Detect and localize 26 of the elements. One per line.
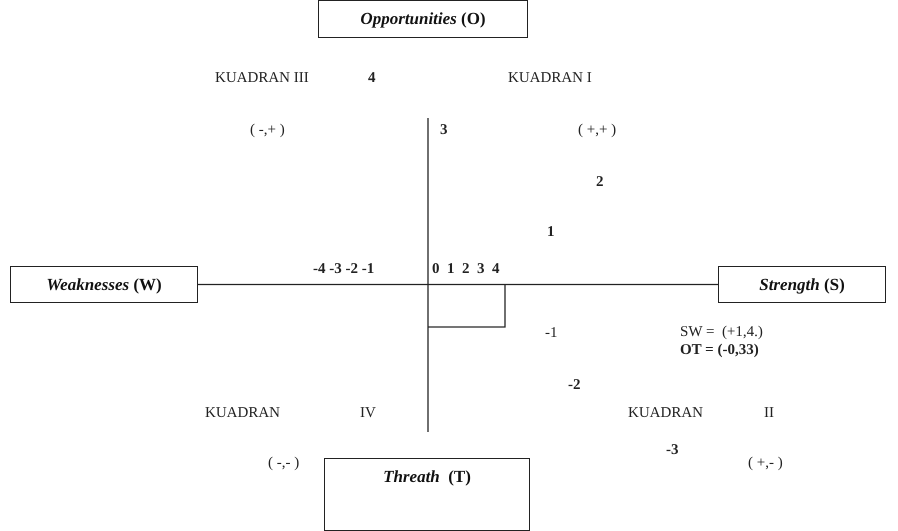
axis-title: Threath (T): [383, 467, 471, 487]
axis-title: Opportunities (O): [360, 9, 486, 29]
axis-label: ( +,- ): [748, 455, 783, 472]
axis-label: SW = (+1,4.): [680, 324, 763, 341]
axis-label: 1: [547, 224, 554, 241]
axis-label: KUADRAN III: [215, 70, 309, 87]
axis-label: OT = (-0,33): [680, 342, 759, 359]
axis-label: 4: [368, 70, 376, 87]
axis-label: ( -,- ): [268, 455, 300, 472]
axis-label: ( -,+ ): [250, 122, 285, 139]
axis-label: 3: [440, 122, 448, 139]
axis-label: IV: [360, 405, 376, 422]
axis-label: 0 1 2 3 4: [432, 261, 500, 278]
axis-label: -4 -3 -2 -1: [313, 261, 374, 278]
axis-label: KUADRAN: [628, 405, 703, 422]
axis-label: II: [764, 405, 774, 422]
axis-label: 2: [596, 174, 604, 191]
axis-title: Weaknesses (W): [46, 274, 162, 294]
axis-title: Strength (S): [759, 274, 845, 294]
axis-label: -1: [545, 325, 558, 342]
axis-label: ( +,+ ): [578, 122, 616, 139]
axis-label: -2: [568, 377, 580, 394]
axis-label: KUADRAN: [205, 405, 280, 422]
axis-label: KUADRAN I: [508, 70, 592, 87]
axis-label: -3: [666, 442, 678, 459]
horizontal-axis: [198, 284, 718, 286]
